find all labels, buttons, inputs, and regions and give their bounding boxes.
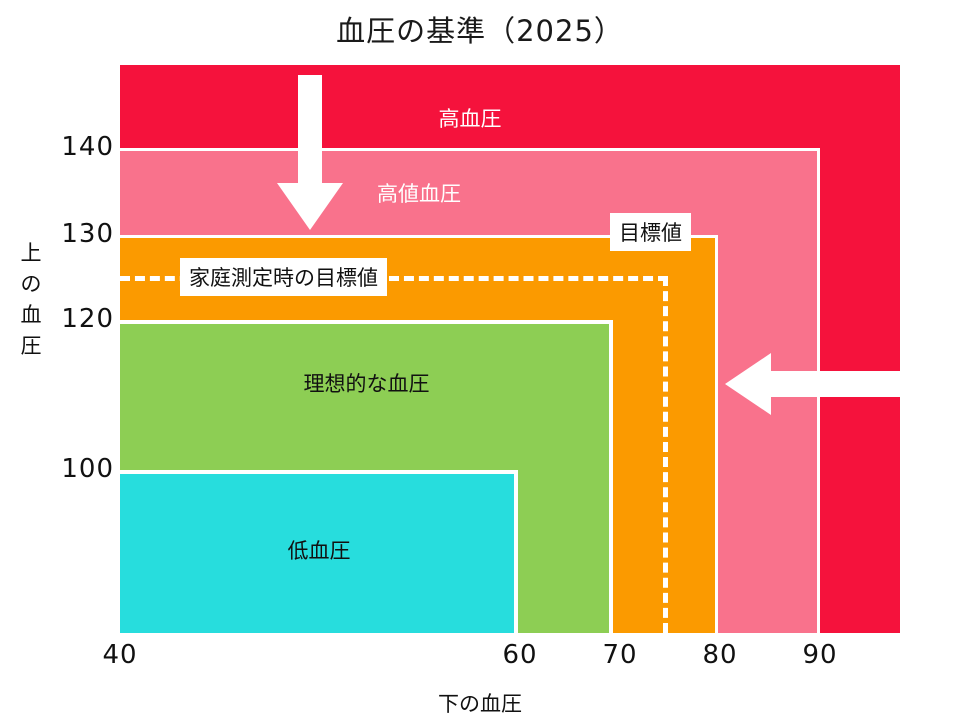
- home-target-line-vertical: [663, 276, 668, 633]
- y-axis-title-char-4: 圧: [20, 334, 42, 358]
- arrow-left-icon: [725, 353, 900, 415]
- y-axis-tick-130: 130: [61, 219, 114, 249]
- x-axis-tick-80: 80: [702, 640, 738, 670]
- region-hypotension: [120, 470, 518, 633]
- region-label-hypotension: 低血圧: [287, 539, 351, 563]
- arrow-down-icon: [277, 75, 343, 230]
- y-axis-title-char-2: の: [20, 272, 42, 296]
- x-axis-tick-40: 40: [102, 640, 138, 670]
- page-title: 血圧の基準（2025）: [336, 14, 624, 48]
- region-label-ideal: 理想的な血圧: [303, 372, 430, 396]
- region-label-hypertension: 高血圧: [438, 107, 502, 131]
- x-axis-tick-90: 90: [802, 640, 838, 670]
- x-axis-tick-70: 70: [602, 640, 638, 670]
- y-axis-title-char-1: 上: [20, 241, 42, 265]
- x-axis-tick-60: 60: [502, 640, 538, 670]
- y-axis-title: 上 の 血 圧: [8, 238, 54, 362]
- y-axis-tick-120: 120: [61, 304, 114, 334]
- region-label-high-normal: 高値血圧: [377, 182, 461, 206]
- x-axis-title: 下の血圧: [438, 692, 522, 716]
- y-axis-tick-100: 100: [61, 454, 114, 484]
- home-target-line-horizontal: [120, 276, 668, 281]
- y-axis-tick-140: 140: [61, 132, 114, 162]
- y-axis-title-char-3: 血: [20, 303, 42, 327]
- callout-clinic-target: 目標値: [610, 213, 691, 251]
- callout-home-target: 家庭測定時の目標値: [180, 258, 387, 296]
- plot-area: 高血圧 高値血圧 理想的な血圧 低血圧 家庭測定時の目標値 目標値: [120, 65, 900, 633]
